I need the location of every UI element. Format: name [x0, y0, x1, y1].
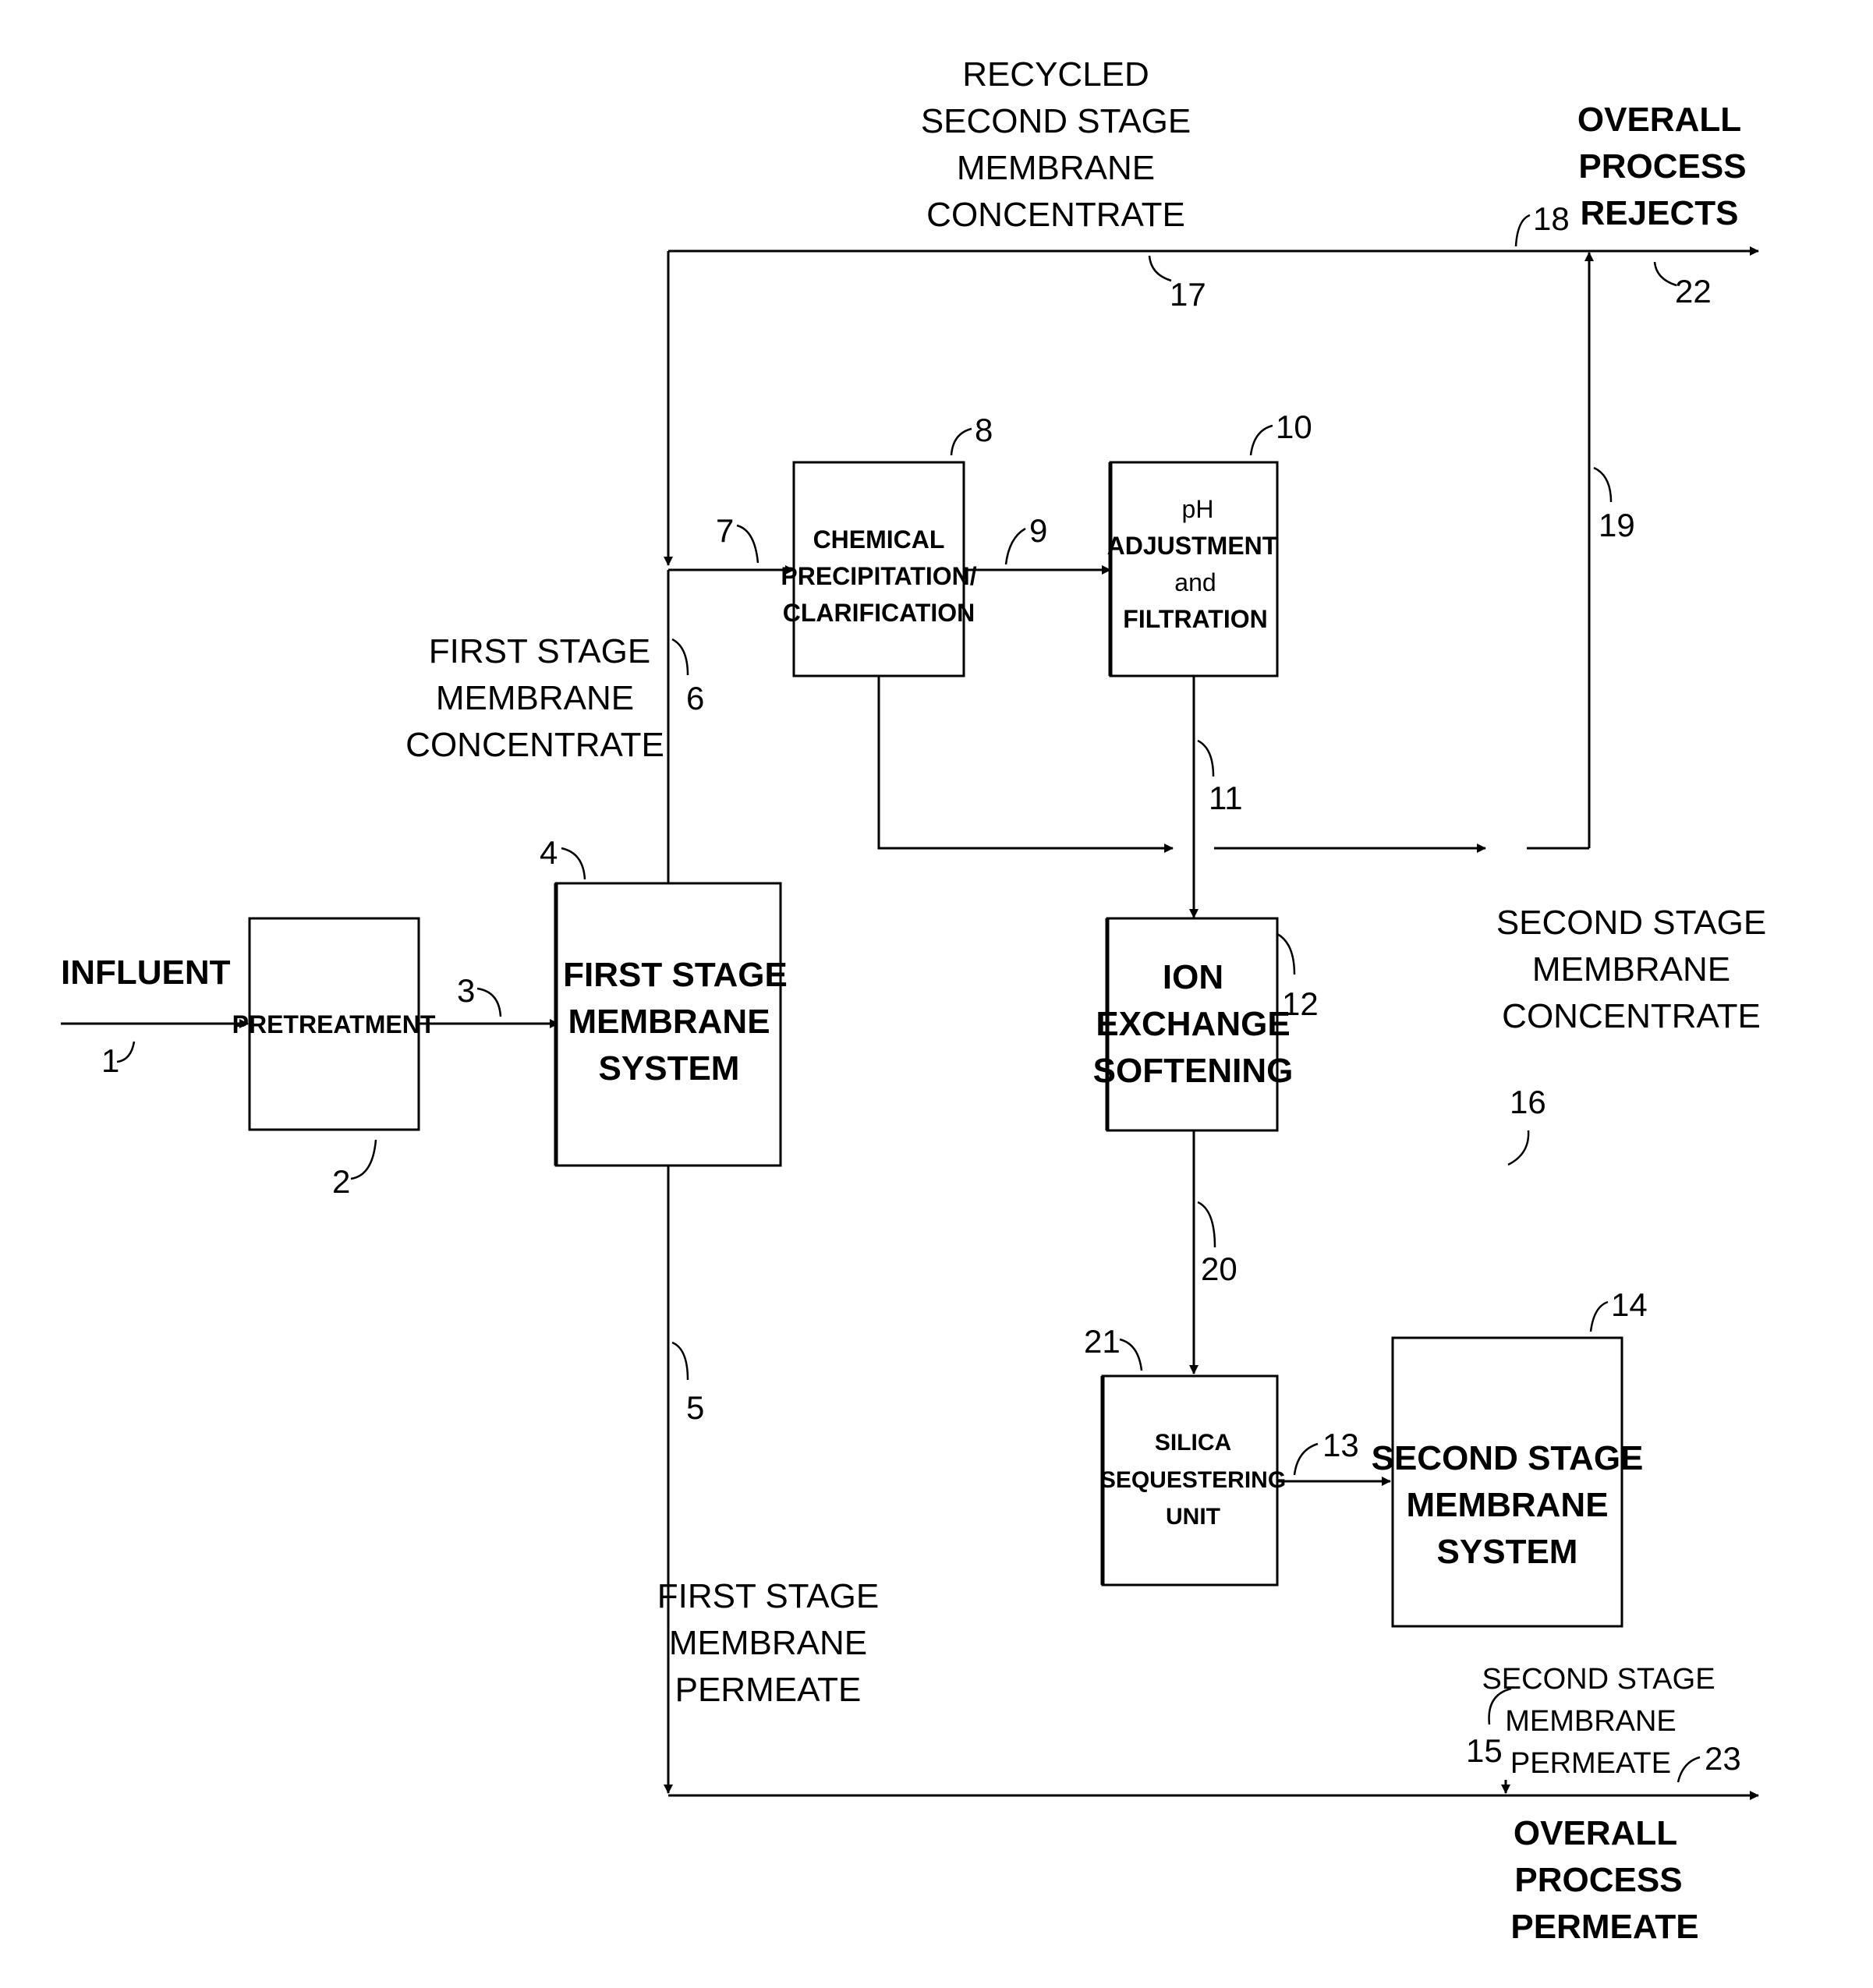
svg-text:INFLUENT: INFLUENT: [61, 953, 231, 992]
overall-permeate-label: OVERALL PROCESS PERMEATE: [1510, 1814, 1698, 1946]
first-stage-concentrate-label: FIRST STAGE MEMBRANE CONCENTRATE: [405, 632, 664, 764]
recycled-concentrate-label: RECYCLED SECOND STAGE MEMBRANE CONCENTRA…: [921, 55, 1191, 234]
ion-exchange-line-3: SOFTENING: [1093, 1052, 1294, 1090]
ref-15: 15: [1466, 1732, 1503, 1769]
ref-10: 10: [1276, 409, 1312, 445]
svg-text:PERMEATE: PERMEATE: [1510, 1747, 1671, 1780]
svg-text:OVERALL: OVERALL: [1577, 101, 1741, 139]
second-stage-permeate-label: SECOND STAGE MEMBRANE PERMEATE: [1482, 1663, 1715, 1780]
svg-text:PERMEATE: PERMEATE: [1510, 1908, 1698, 1946]
svg-text:MEMBRANE: MEMBRANE: [669, 1624, 867, 1662]
ref-11: 11: [1209, 780, 1243, 816]
ref-1: 1: [101, 1042, 119, 1079]
ref-4: 4: [540, 834, 558, 871]
ref-13: 13: [1322, 1427, 1359, 1463]
svg-text:MEMBRANE: MEMBRANE: [1505, 1705, 1676, 1738]
ref-6: 6: [686, 680, 704, 716]
svg-text:PERMEATE: PERMEATE: [675, 1671, 862, 1709]
svg-text:SECOND STAGE: SECOND STAGE: [1482, 1663, 1715, 1696]
ref-7: 7: [716, 512, 734, 549]
svg-text:FIRST STAGE: FIRST STAGE: [429, 632, 650, 670]
ph-adjustment-box: pH ADJUSTMENT and FILTRATION: [1107, 462, 1278, 676]
svg-text:RECYCLED: RECYCLED: [962, 55, 1149, 94]
ref-21: 21: [1084, 1323, 1121, 1360]
ion-exchange-line-2: EXCHANGE: [1096, 1005, 1290, 1043]
first-stage-line-3: SYSTEM: [599, 1049, 740, 1088]
silica-sequestering-box: SILICA SEQUESTERING UNIT: [1100, 1376, 1286, 1585]
svg-text:SECOND STAGE: SECOND STAGE: [1496, 904, 1766, 942]
ref-16: 16: [1510, 1084, 1546, 1120]
silica-line-3: UNIT: [1166, 1504, 1220, 1530]
chemical-line-2: PRECIPITATION/: [781, 562, 976, 590]
ref-18: 18: [1533, 200, 1570, 237]
ref-5: 5: [686, 1389, 704, 1426]
svg-text:MEMBRANE: MEMBRANE: [436, 679, 634, 717]
second-stage-line-2: MEMBRANE: [1406, 1486, 1608, 1524]
svg-text:REJECTS: REJECTS: [1581, 194, 1739, 232]
svg-text:SECOND STAGE: SECOND STAGE: [921, 102, 1191, 140]
ph-line-1: pH: [1182, 495, 1214, 523]
ph-line-4: FILTRATION: [1123, 605, 1267, 633]
first-stage-membrane-box: FIRST STAGE MEMBRANE SYSTEM: [556, 883, 788, 1166]
ref-14: 14: [1611, 1286, 1648, 1323]
chemical-precipitation-box: CHEMICAL PRECIPITATION/ CLARIFICATION: [781, 462, 976, 676]
silica-line-2: SEQUESTERING: [1100, 1467, 1286, 1493]
svg-text:MEMBRANE: MEMBRANE: [1532, 950, 1730, 989]
second-stage-concentrate-label: SECOND STAGE MEMBRANE CONCENTRATE: [1496, 904, 1766, 1035]
ref-19: 19: [1599, 507, 1635, 543]
ref-3: 3: [457, 972, 475, 1009]
svg-text:CONCENTRATE: CONCENTRATE: [405, 726, 664, 764]
svg-text:CONCENTRATE: CONCENTRATE: [1502, 997, 1761, 1035]
pretreatment-label: PRETREATMENT: [232, 1010, 436, 1038]
svg-text:MEMBRANE: MEMBRANE: [957, 149, 1155, 187]
first-stage-line-1: FIRST STAGE: [563, 956, 788, 994]
ref-9: 9: [1029, 512, 1047, 549]
influent-label: INFLUENT: [61, 953, 231, 992]
ref-17: 17: [1170, 276, 1206, 313]
overall-rejects-label: OVERALL PROCESS REJECTS: [1577, 101, 1747, 232]
silica-line-1: SILICA: [1155, 1430, 1231, 1456]
ion-exchange-box: ION EXCHANGE SOFTENING: [1093, 918, 1294, 1130]
pretreatment-box: PRETREATMENT: [232, 918, 436, 1130]
chemical-line-3: CLARIFICATION: [783, 599, 975, 627]
svg-text:PROCESS: PROCESS: [1578, 147, 1746, 186]
ref-12: 12: [1282, 985, 1319, 1022]
second-stage-line-3: SYSTEM: [1437, 1533, 1578, 1571]
ph-line-3: and: [1174, 568, 1216, 596]
svg-text:CONCENTRATE: CONCENTRATE: [926, 196, 1185, 234]
first-stage-permeate-label: FIRST STAGE MEMBRANE PERMEATE: [657, 1577, 879, 1709]
ph-line-2: ADJUSTMENT: [1107, 532, 1278, 560]
second-stage-membrane-box: SECOND STAGE MEMBRANE SYSTEM: [1372, 1338, 1644, 1626]
svg-text:FIRST STAGE: FIRST STAGE: [657, 1577, 879, 1615]
flow-line-chemical-bypass: [879, 676, 1173, 848]
ref-22: 22: [1675, 273, 1712, 310]
ref-23: 23: [1705, 1740, 1741, 1777]
chemical-line-1: CHEMICAL: [813, 525, 945, 554]
svg-text:OVERALL: OVERALL: [1514, 1814, 1677, 1852]
svg-text:PROCESS: PROCESS: [1514, 1861, 1682, 1899]
first-stage-line-2: MEMBRANE: [568, 1003, 770, 1041]
ref-2: 2: [332, 1163, 350, 1200]
ref-20: 20: [1201, 1250, 1237, 1287]
second-stage-line-1: SECOND STAGE: [1372, 1439, 1644, 1477]
ref-8: 8: [975, 412, 993, 448]
ion-exchange-line-1: ION: [1163, 958, 1223, 996]
